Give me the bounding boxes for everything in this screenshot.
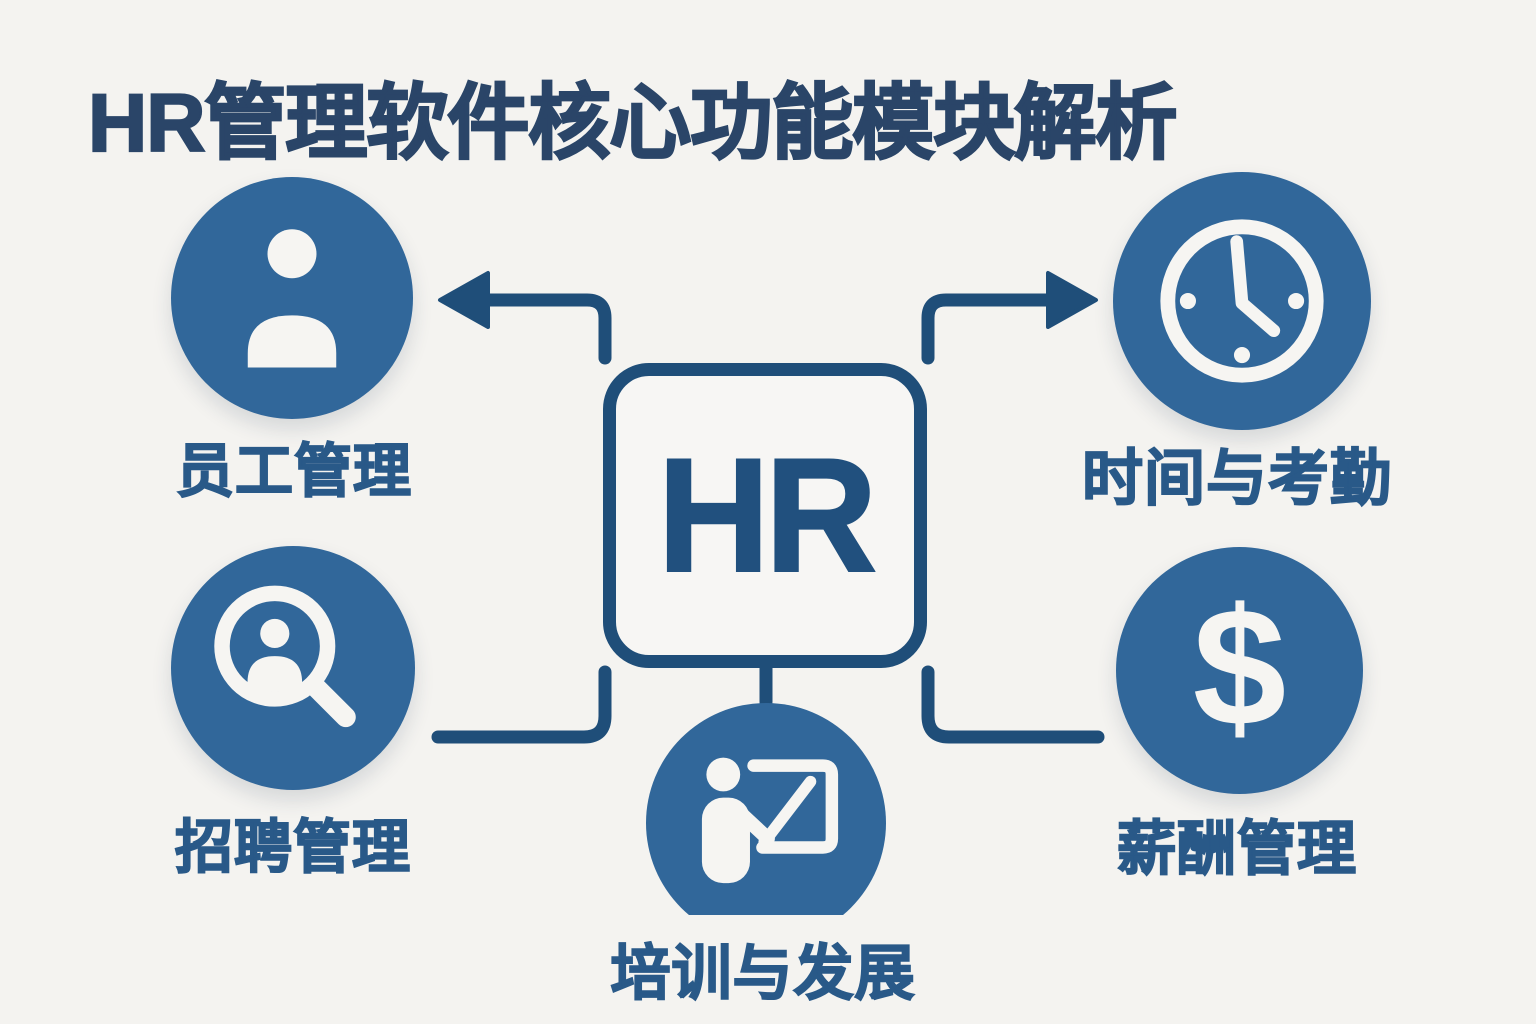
arrow-to-time-attendance xyxy=(921,271,1098,365)
hr-label: HR xyxy=(657,424,879,607)
arrow-to-employee xyxy=(438,271,612,365)
module-circle-employee xyxy=(171,177,413,419)
connector-payroll xyxy=(921,665,1105,744)
hr-center-box: HR xyxy=(603,363,927,668)
module-circle-payroll: $ xyxy=(1116,547,1363,794)
module-circle-recruitment xyxy=(171,546,415,790)
module-label-training: 培训与发展 xyxy=(610,939,916,1008)
person-icon xyxy=(247,229,337,368)
module-label-employee: 员工管理 xyxy=(175,438,412,505)
page-title: HR管理软件核心功能模块解析 xyxy=(87,77,1179,170)
search-person-icon xyxy=(214,585,356,728)
module-label-recruitment: 招聘管理 xyxy=(174,814,411,881)
arrowhead-left-icon xyxy=(438,271,490,329)
module-circle-training xyxy=(646,703,886,915)
connector-recruitment xyxy=(431,665,612,744)
module-label-time-attendance: 时间与考勤 xyxy=(1081,443,1392,513)
module-circle-time-attendance xyxy=(1113,172,1371,430)
arrowhead-right-icon xyxy=(1046,271,1098,329)
clock-icon xyxy=(1160,219,1324,383)
dollar-icon: $ xyxy=(1192,572,1287,761)
presenter-board-icon xyxy=(701,757,839,884)
module-label-payroll: 薪酬管理 xyxy=(1116,815,1357,883)
